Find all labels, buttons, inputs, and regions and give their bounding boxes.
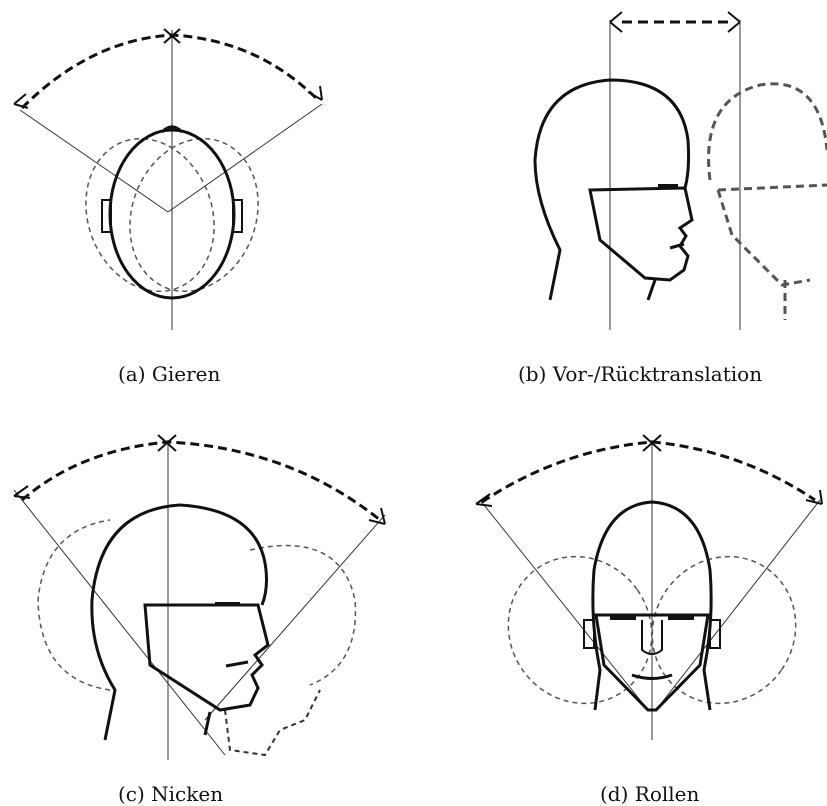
rotation-arc xyxy=(482,442,815,502)
ghost-face-back xyxy=(225,690,320,755)
neck-line xyxy=(205,712,210,735)
center-marker-icon xyxy=(158,435,176,451)
yaw-diagram xyxy=(0,0,340,330)
caption-pitch: (c) Nicken xyxy=(118,782,223,806)
ghost-head-right xyxy=(624,528,825,731)
panel-yaw: (a) Gieren xyxy=(0,0,340,330)
head-profile-outline xyxy=(92,505,267,740)
rotation-arc xyxy=(22,35,318,108)
arrowhead-right-icon xyxy=(806,490,822,504)
arrowhead-right-icon xyxy=(728,12,740,32)
caption-roll: (d) Rollen xyxy=(600,782,699,806)
left-limit-line xyxy=(480,500,648,710)
roll-diagram xyxy=(460,420,827,760)
right-limit-line xyxy=(168,104,322,212)
panel-pitch: (c) Nicken xyxy=(0,420,420,760)
mouth-icon xyxy=(226,662,248,666)
left-limit-line xyxy=(20,110,168,212)
arrowhead-left-icon xyxy=(610,12,622,32)
face-profile xyxy=(590,188,692,280)
right-limit-line xyxy=(656,500,820,710)
pitch-diagram xyxy=(0,420,420,760)
caption-yaw: (a) Gieren xyxy=(118,362,220,386)
ghost-head-forward xyxy=(38,520,110,690)
caption-translation: (b) Vor-/Rücktranslation xyxy=(518,362,762,386)
neck-line xyxy=(648,280,655,300)
ghost-head-left xyxy=(480,528,681,731)
ghost-head-outline xyxy=(709,84,827,180)
face-profile xyxy=(145,605,268,710)
translation-diagram xyxy=(520,0,827,340)
panel-roll: (d) Rollen xyxy=(460,420,827,760)
ghost-face-outline xyxy=(718,185,827,320)
panel-translation: (b) Vor-/Rücktranslation xyxy=(520,0,827,340)
